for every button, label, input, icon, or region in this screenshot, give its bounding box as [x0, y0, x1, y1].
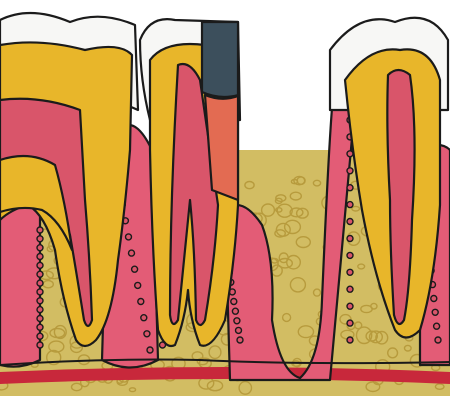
periodontal-dot [347, 252, 353, 258]
periodontal-dot [37, 262, 43, 268]
periodontal-dot [37, 236, 43, 242]
periodontal-dot [37, 316, 43, 322]
periodontal-dot [37, 307, 43, 313]
periodontal-dot [234, 318, 240, 324]
periodontal-dot [347, 202, 353, 208]
periodontal-dot [126, 234, 132, 240]
periodontal-dot [347, 236, 353, 242]
periodontal-dot [347, 151, 353, 157]
gum-left-outer [0, 196, 40, 367]
periodontal-dot [37, 324, 43, 330]
periodontal-dot [37, 254, 43, 260]
periodontal-dot [135, 282, 141, 288]
periodontal-dot [347, 320, 353, 326]
periodontal-dot [37, 245, 43, 251]
periodontal-dot [147, 347, 153, 353]
periodontal-dot [347, 269, 353, 275]
periodontal-dot [347, 286, 353, 292]
periodontal-dot [347, 337, 353, 343]
periodontal-dot [232, 308, 238, 314]
periodontal-dot [37, 271, 43, 277]
periodontal-dot [37, 280, 43, 286]
periodontal-dot [129, 250, 135, 256]
periodontal-dot [431, 296, 437, 302]
middle-tooth-with-filling [140, 19, 240, 346]
periodontal-dot [141, 315, 147, 321]
periodontal-dot [144, 331, 150, 337]
periodontal-dot [347, 303, 353, 309]
periodontal-dot [347, 168, 353, 174]
periodontal-dot [37, 298, 43, 304]
periodontal-dot [37, 227, 43, 233]
periodontal-dot [236, 327, 242, 333]
periodontal-dot [37, 333, 43, 339]
periodontal-dot [432, 309, 438, 315]
periodontal-dot [138, 299, 144, 305]
filling [202, 22, 238, 97]
periodontal-dot [37, 342, 43, 348]
periodontal-dot [237, 337, 243, 343]
periodontal-dot [435, 337, 441, 343]
periodontal-dot [132, 266, 138, 272]
periodontal-dot [37, 289, 43, 295]
periodontal-dot [347, 185, 353, 191]
periodontal-dot [231, 299, 237, 305]
periodontal-dot [347, 219, 353, 225]
periodontal-dot [434, 323, 440, 329]
